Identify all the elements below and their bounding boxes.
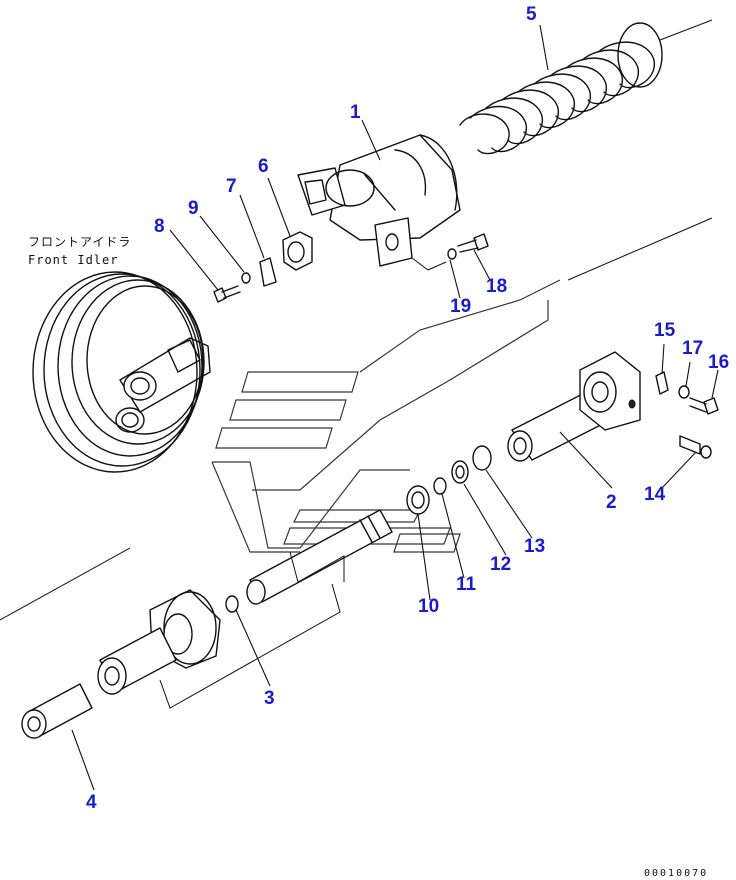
axle-shaft	[507, 217, 713, 462]
callout-numbers: 1 2 3 4 5 6 7 8 9 10 11 12 13 14 15 16 1…	[86, 4, 729, 813]
callout-4: 4	[86, 792, 97, 813]
grease-fitting-14	[679, 435, 712, 459]
callout-3: 3	[264, 688, 275, 709]
nut	[282, 231, 313, 271]
callout-10: 10	[418, 596, 439, 617]
bolt-8	[213, 285, 241, 303]
callout-2: 2	[606, 492, 617, 513]
front-idler-wheel	[32, 271, 211, 473]
callout-13: 13	[524, 536, 545, 557]
callout-19: 19	[450, 296, 471, 317]
document-number: 00010070	[644, 868, 708, 879]
leader-lines	[71, 24, 719, 791]
callout-5: 5	[526, 4, 537, 25]
callout-17: 17	[682, 338, 703, 359]
callout-16: 16	[708, 352, 729, 373]
callout-1: 1	[350, 102, 361, 123]
assembly-label-ja: フロントアイドラ	[28, 235, 131, 249]
callout-15: 15	[654, 320, 676, 341]
spring-coil	[459, 19, 713, 155]
callout-11: 11	[456, 574, 477, 595]
bolt-18	[457, 233, 489, 253]
ring-11	[433, 477, 447, 495]
yoke-bracket	[297, 134, 461, 271]
watermark-logo	[211, 279, 561, 553]
lock-plate	[259, 257, 277, 287]
bolt-16	[689, 397, 719, 415]
callout-7: 7	[226, 176, 237, 197]
bushing-assembly	[0, 509, 393, 739]
washer-17	[678, 385, 690, 399]
callout-6: 6	[258, 156, 269, 177]
callout-14: 14	[644, 484, 666, 505]
assembly-label-en: Front Idler	[28, 253, 118, 267]
callout-12: 12	[490, 554, 511, 575]
callout-8: 8	[154, 216, 165, 237]
washer-9	[241, 272, 251, 284]
seal-10	[406, 485, 430, 515]
ring-13	[472, 445, 492, 471]
callout-18: 18	[486, 276, 507, 297]
washer-19	[447, 248, 457, 260]
ring-12	[451, 460, 469, 484]
lock-15	[655, 371, 669, 395]
callout-9: 9	[188, 198, 199, 219]
